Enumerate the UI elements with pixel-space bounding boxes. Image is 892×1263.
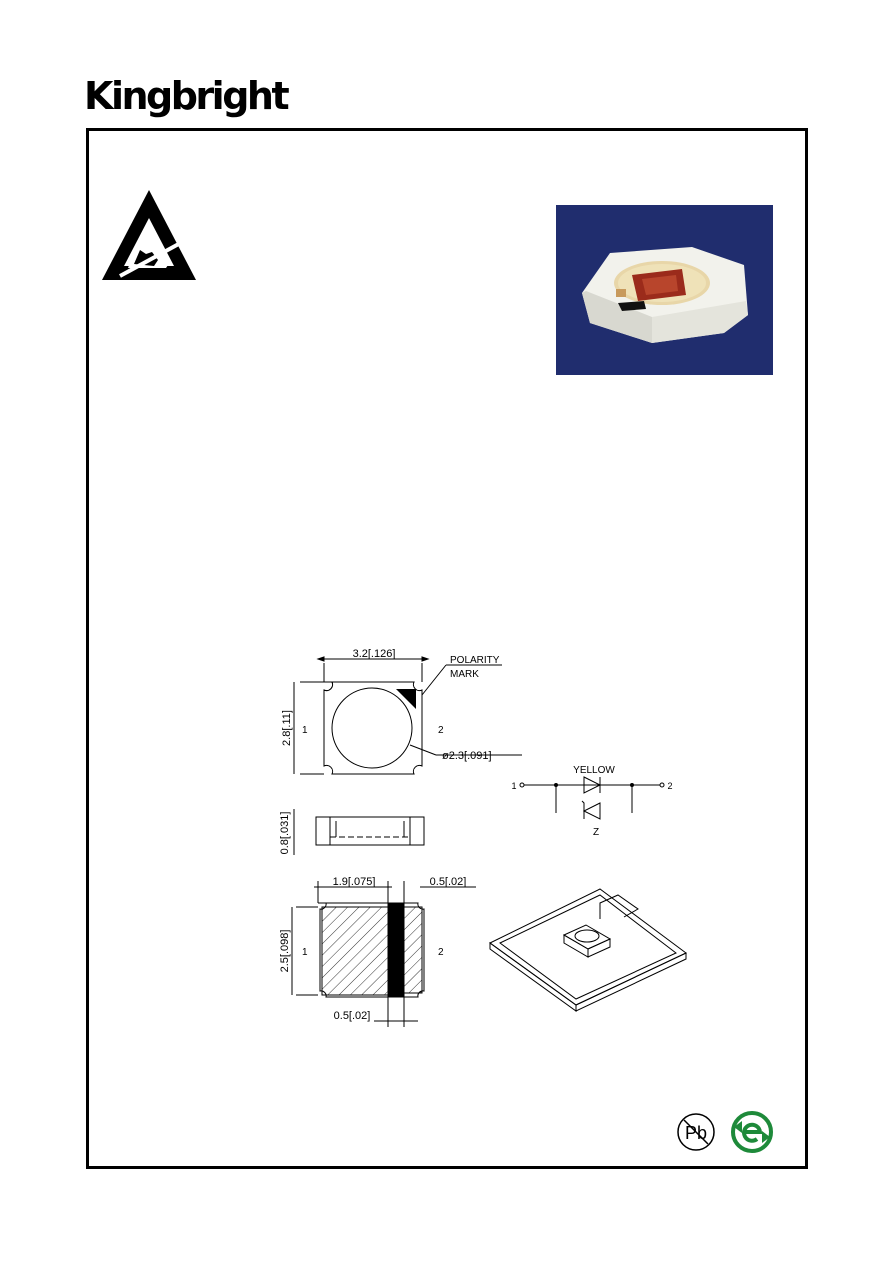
top-pin-1: 1 [302,725,308,736]
schematic-zener-label: Z [593,827,599,838]
dim-width-label: 3.2[.126] [353,648,396,660]
product-photo [556,205,773,375]
kingbright-logo: Kingbright [84,74,290,118]
isometric-view [489,888,687,1012]
dim-thickness-label: 0.8[.031] [279,812,291,855]
pad-dim-height-label: 2.5[.098] [279,930,291,973]
schematic-pin-2: 2 [667,781,672,791]
polarity-mark-triangle [396,689,416,709]
pad-dim-gap-label: 0.5[.02] [430,876,467,888]
side-view [293,809,425,855]
top-view [323,681,423,775]
esd-warning-icon [102,190,196,280]
dim-diameter-label: ø2.3[.091] [442,750,492,762]
top-pin-2: 2 [438,725,444,736]
lead-free-badge: Pb [677,1113,715,1151]
polarity-label-1: POLARITY [450,655,500,666]
rohs-green-icon [731,1111,773,1153]
schematic-pin-1: 1 [511,781,516,791]
circuit-schematic [519,776,665,820]
package-dimension-drawing: 3.2[.126] POLARITY MARK 2.8[.11] 1 2 ø2.… [279,648,687,1027]
pad-pin-1: 1 [302,947,308,958]
pad-pin-2: 2 [438,947,444,958]
pad-dim-bottom-label: 0.5[.02] [334,1010,371,1022]
dim-height-label: 2.8[.11] [281,710,293,746]
page-frame [86,128,808,1169]
polarity-label-2: MARK [450,669,479,680]
pad-dim-width-label: 1.9[.075] [333,876,376,888]
schematic-color-label: YELLOW [573,765,615,776]
pad-view [291,881,476,1027]
